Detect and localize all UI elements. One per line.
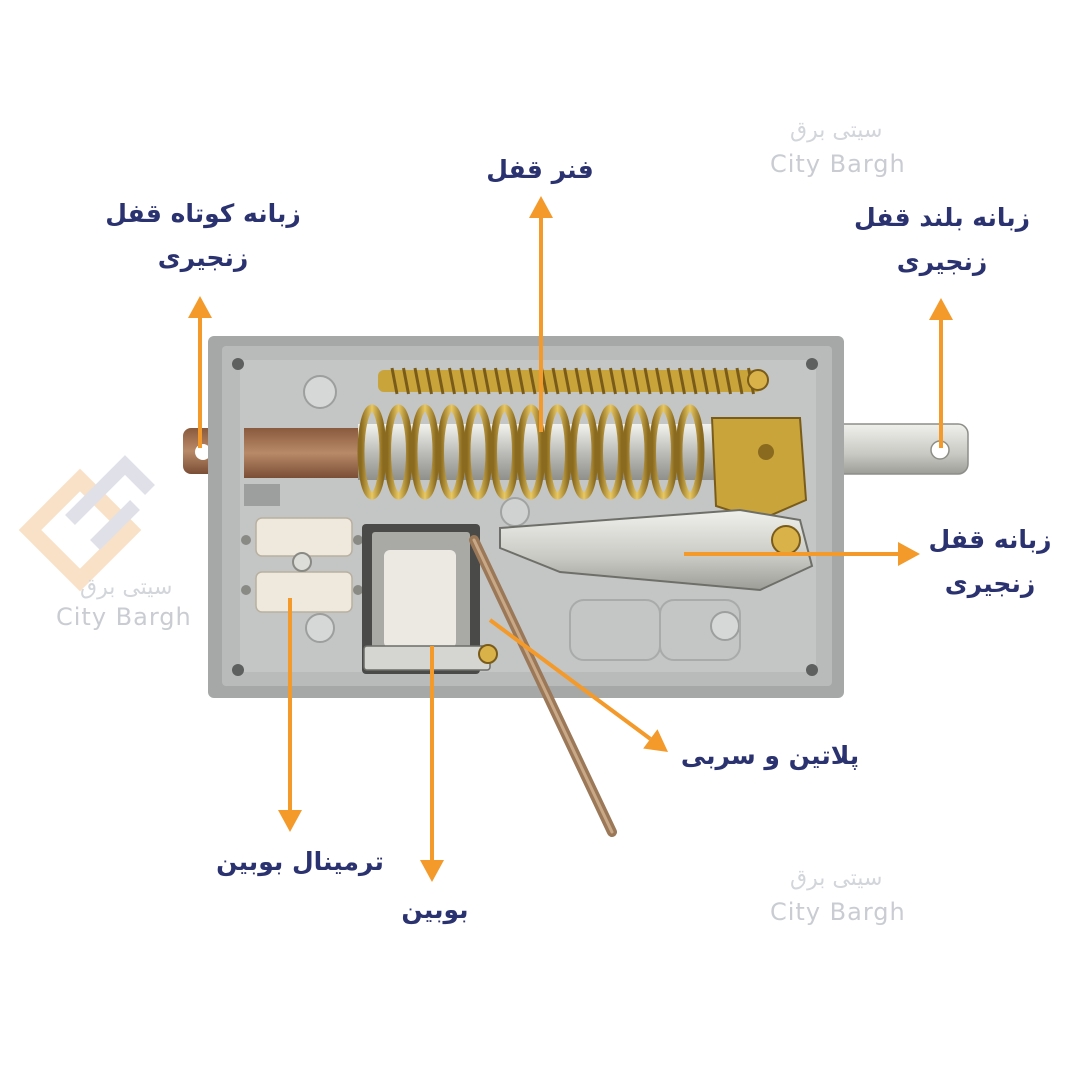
- spring-coil: [569, 404, 599, 500]
- arrow-long-bolt: [929, 298, 953, 448]
- small-spring-coil: [643, 367, 652, 395]
- small-spring-coil: [517, 367, 525, 395]
- spring-coil: [437, 404, 466, 500]
- watermark-latin-left: City Bargh: [56, 603, 192, 631]
- latch-bracket: [499, 417, 814, 592]
- arrow-latch: [684, 542, 920, 566]
- arrow-short-bolt: [188, 296, 212, 448]
- label-spring: فنر قفل: [440, 148, 640, 192]
- small-spring-coil: [678, 367, 686, 395]
- watermark-logo-icon: [18, 455, 155, 592]
- label-long-bolt-line1: زبانه بلند قفل: [853, 203, 1031, 232]
- spring-coil: [543, 404, 572, 500]
- label-spring-text: فنر قفل: [486, 155, 594, 184]
- label-coil-terminal: ترمینال بوبین: [190, 840, 410, 884]
- arrow-spring: [529, 196, 553, 432]
- arrow-coil-terminal: [278, 598, 302, 832]
- spring-coil: [463, 404, 493, 500]
- coil: [362, 524, 498, 674]
- watermark-persian-top: سیتی برق: [790, 118, 883, 143]
- small-spring-coil: [586, 367, 594, 395]
- label-long-bolt: زبانه بلند قفل زنجیری: [832, 196, 1052, 284]
- watermark-persian-bottom: سیتی برق: [790, 866, 883, 891]
- small-spring-coil: [390, 367, 399, 395]
- spring-coil: [596, 404, 625, 500]
- arrow-coil: [420, 646, 444, 882]
- small-spring-coil: [436, 367, 445, 395]
- spring-coil: [622, 404, 652, 500]
- small-spring-coil: [609, 367, 617, 395]
- small-spring-coil: [724, 367, 732, 395]
- short-bolt-slide: [244, 428, 364, 478]
- small-spring: [378, 367, 769, 395]
- small-spring-coil: [574, 367, 583, 395]
- small-spring-coil: [689, 367, 698, 395]
- spring-coil: [516, 404, 546, 500]
- small-spring-coil: [563, 367, 571, 395]
- label-short-bolt: زبانه کوتاه قفل زنجیری: [88, 192, 318, 280]
- spring-coil: [410, 404, 440, 500]
- label-short-bolt-line2: زنجیری: [157, 243, 249, 272]
- label-contact: پلاتین و سربی: [660, 734, 880, 778]
- label-latch-line1: زبانه قفل: [928, 525, 1052, 554]
- label-long-bolt-line2: زنجیری: [896, 247, 988, 276]
- small-spring-coil: [494, 367, 502, 395]
- label-contact-text: پلاتین و سربی: [680, 741, 860, 770]
- small-spring-coil: [597, 367, 606, 395]
- small-spring-coil: [482, 367, 491, 395]
- small-spring-coil: [448, 367, 456, 395]
- watermark-latin-top: City Bargh: [770, 150, 906, 178]
- small-spring-coil: [471, 367, 479, 395]
- watermark-persian-left: سیتی برق: [80, 575, 173, 600]
- small-spring-coil: [620, 367, 629, 395]
- callout-arrows: [188, 196, 953, 882]
- label-latch: زبانه قفل زنجیری: [910, 518, 1070, 606]
- small-spring-coil: [655, 367, 663, 395]
- label-coil-text: بوبین: [401, 895, 469, 924]
- small-spring-coil: [666, 367, 675, 395]
- arrow-contact: [488, 618, 668, 752]
- label-short-bolt-line1: زبانه کوتاه قفل: [105, 199, 301, 228]
- small-spring-coil: [632, 367, 640, 395]
- spring-coil: [649, 404, 678, 500]
- small-spring-coil: [413, 367, 422, 395]
- small-spring-coil: [528, 367, 537, 395]
- small-spring-coil: [505, 367, 514, 395]
- small-spring-coil: [425, 367, 433, 395]
- watermark-latin-bottom: City Bargh: [770, 898, 906, 926]
- main-spring: [357, 404, 705, 500]
- small-spring-coil: [701, 367, 709, 395]
- spring-coil: [384, 404, 413, 500]
- small-spring-coil: [551, 367, 560, 395]
- small-spring-coil: [735, 367, 744, 395]
- small-spring-coil: [459, 367, 468, 395]
- label-latch-line2: زنجیری: [944, 569, 1036, 598]
- spring-coil: [357, 404, 387, 500]
- label-coil-terminal-text: ترمینال بوبین: [216, 847, 384, 876]
- label-coil: بوبین: [365, 888, 505, 932]
- small-spring-coil: [402, 367, 410, 395]
- small-spring-coil: [712, 367, 721, 395]
- coil-terminal-block: [241, 517, 363, 613]
- spring-coil: [490, 404, 519, 500]
- spring-coil: [675, 404, 705, 500]
